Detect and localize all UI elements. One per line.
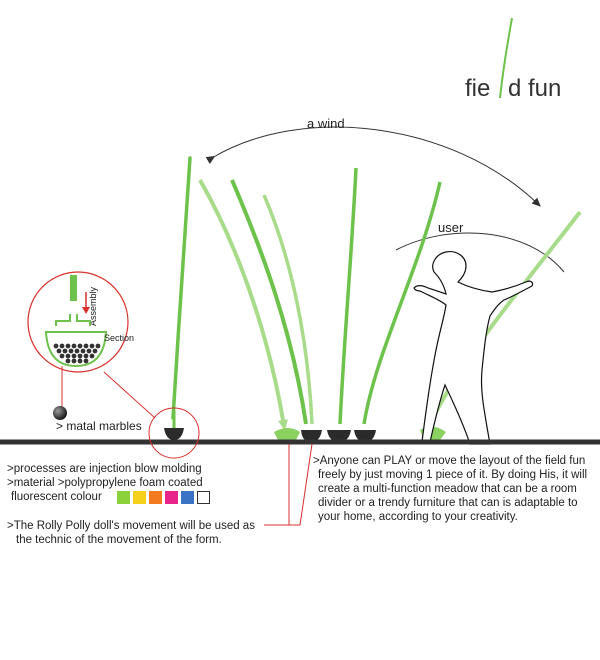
stem-upright-left: [171, 156, 192, 420]
note-anyone-line: >Anyone can PLAY or move the layout of t…: [313, 455, 586, 467]
callout-connector: [103, 371, 156, 419]
note-anyone-line: freely by just moving 1 piece of it. By …: [318, 469, 588, 481]
assembly-stem: [70, 275, 77, 301]
note-rolly-line-2: the technic of the movement of the form.: [16, 534, 222, 546]
title-grass-blade: [499, 17, 513, 99]
marbles-label: > matal marbles: [56, 419, 142, 433]
user-label: user: [438, 220, 464, 235]
stem-bent-4: [362, 181, 442, 425]
stem-upright-center: [338, 167, 358, 425]
note-colour: fluorescent colour: [11, 491, 102, 503]
pod-3: [327, 430, 351, 442]
note-anyone-line: divider or a trendy furniture that can i…: [318, 497, 578, 509]
pod-2: [301, 430, 322, 442]
detail-base: [164, 428, 184, 440]
stem-bent-2: [230, 179, 308, 425]
pod-1: [274, 428, 300, 440]
detail-circle-outline: [148, 407, 200, 459]
note-anyone-line: your home, according to your creativity.: [318, 511, 518, 523]
stem-bent-1: [198, 179, 288, 431]
colour-swatch: [181, 491, 194, 504]
marble-sphere: [53, 406, 67, 420]
wind-arrow: [205, 126, 541, 207]
title-part-2: d fun: [508, 75, 561, 102]
user-body: [413, 251, 534, 445]
pod-4: [354, 430, 376, 442]
note-rolly-line-1: >The Rolly Polly doll's movement will be…: [7, 520, 255, 532]
base-pods: [274, 426, 446, 442]
wind-annotation: a wind: [205, 116, 541, 207]
assembly-connector: [55, 314, 91, 326]
grass-stems: [171, 156, 582, 433]
colour-swatch: [149, 491, 162, 504]
title-part-1: fie: [465, 75, 490, 102]
stem-bent-3: [262, 194, 314, 425]
colour-swatch: [133, 491, 146, 504]
title-logo: fie d fun: [465, 17, 561, 102]
leader-line-pods: [289, 443, 313, 526]
colour-swatch: [117, 491, 130, 504]
leader-line-rolly: [264, 444, 290, 526]
section-magnifier: Assembly Section: [27, 271, 134, 410]
stem-far-right: [425, 210, 582, 433]
note-anyone: >Anyone can PLAY or move the layout of t…: [313, 454, 587, 524]
user-silhouette: [413, 251, 534, 445]
section-label: Section: [104, 333, 134, 343]
detail-circle: [148, 407, 200, 459]
marble-cluster: [53, 343, 101, 364]
note-process: >processes are injection blow molding: [7, 463, 202, 475]
note-anyone-line: create a multi-function meadow that can …: [318, 483, 577, 495]
colour-swatches: [117, 491, 210, 504]
assembly-arrowhead: [82, 307, 90, 314]
note-material: >material >polypropylene foam coated: [7, 477, 203, 489]
colour-swatch: [197, 491, 210, 504]
user-annotation: user: [395, 220, 565, 273]
colour-swatch: [165, 491, 178, 504]
user-arc: [395, 232, 565, 273]
wind-label: a wind: [307, 116, 345, 131]
assembly-label: Assembly: [88, 286, 98, 326]
